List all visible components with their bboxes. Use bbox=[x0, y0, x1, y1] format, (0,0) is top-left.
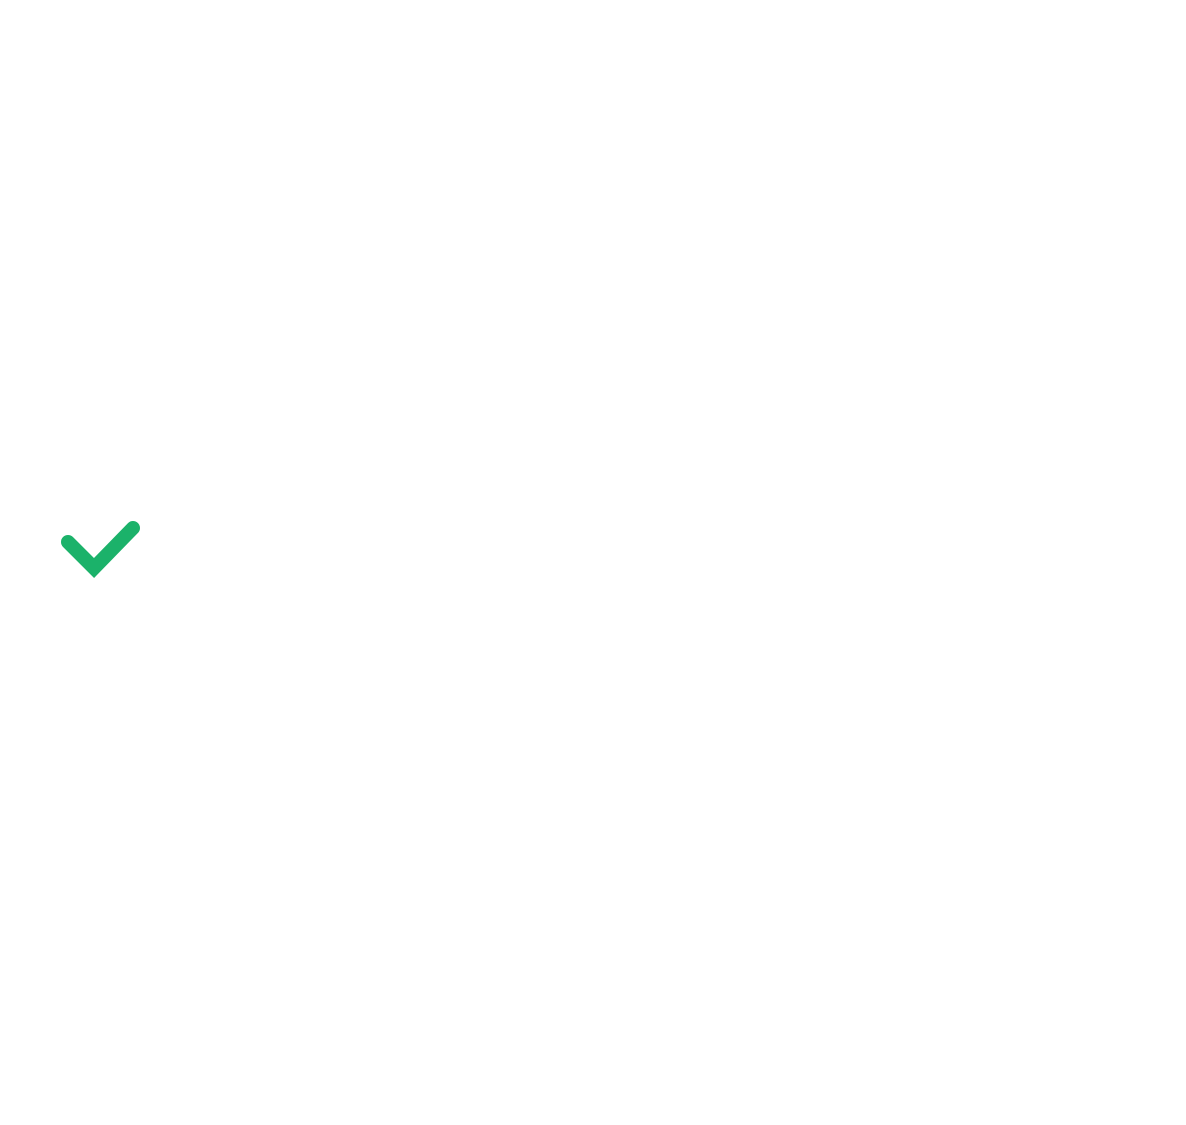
checkmark-icon bbox=[58, 514, 144, 580]
